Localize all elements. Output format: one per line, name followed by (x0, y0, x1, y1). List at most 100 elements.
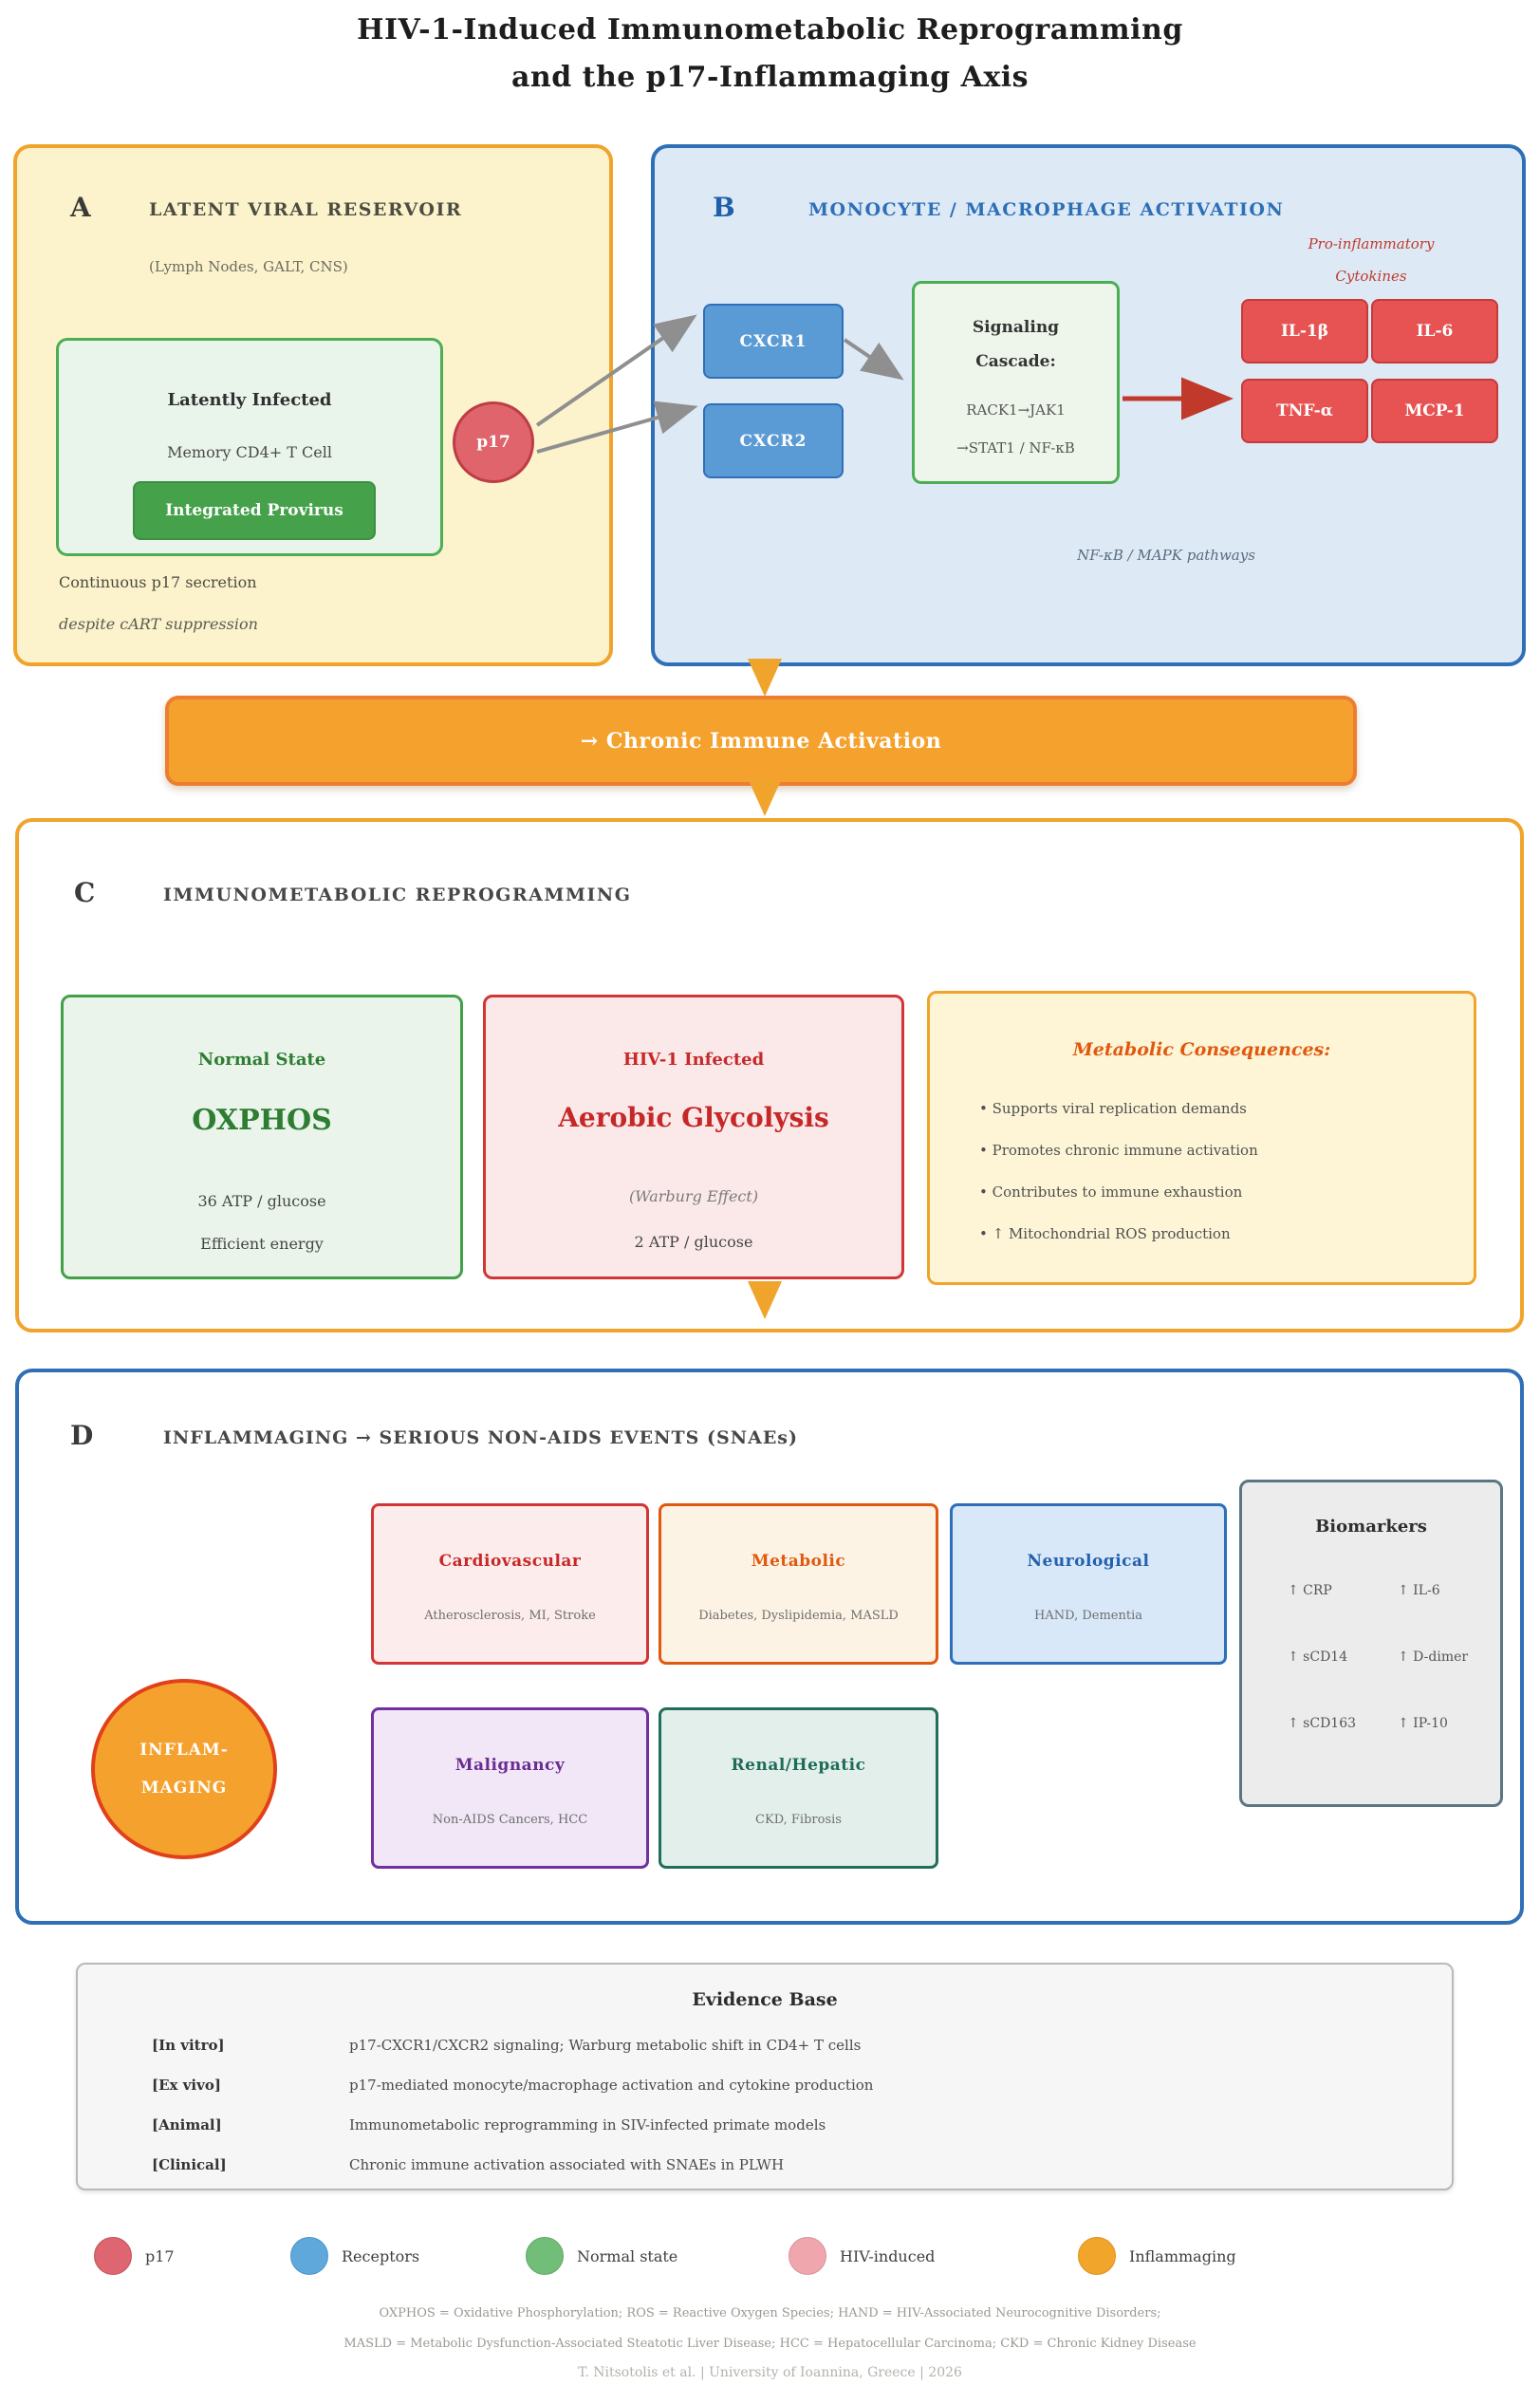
consequence-item-4: • ↑ Mitochondrial ROS production (979, 1225, 1231, 1242)
biomarker-crp: ↑ CRP (1288, 1583, 1332, 1598)
cytokine-il6-box: IL-6 (1371, 299, 1498, 363)
metabolic-title: Metabolic (751, 1552, 846, 1571)
legend-item-normal-state: Normal state (526, 2237, 677, 2275)
consequence-item-1: • Supports viral replication demands (979, 1100, 1247, 1117)
abbreviations-line1: OXPHOS = Oxidative Phosphorylation; ROS … (379, 2306, 1161, 2320)
normal-state-legend-label: Normal state (577, 2246, 678, 2265)
legend-item-p17: p17 (94, 2237, 175, 2275)
abbreviations-line2: MASLD = Metabolic Dysfunction-Associated… (343, 2337, 1197, 2351)
normal-energy-line: Efficient energy (200, 1235, 324, 1253)
warburg-effect-line: (Warburg Effect) (628, 1187, 759, 1205)
biomarker-ddimer: ↑ D-dimer (1398, 1649, 1469, 1665)
p17-legend-label: p17 (145, 2246, 175, 2265)
evidence-text-clinical: Chronic immune activation associated wit… (349, 2156, 785, 2173)
integrated-provirus-box: Integrated Provirus (133, 481, 376, 540)
signaling-line2: →STAT1 / NF-κB (956, 439, 1075, 457)
panel-a-note2: despite cART suppression (59, 615, 258, 633)
cell-box-title: Latently Infected (167, 390, 332, 410)
snae-renal-hepatic-box: Renal/Hepatic CKD, Fibrosis (659, 1707, 938, 1869)
panel-b-label: B (713, 192, 735, 223)
biomarker-il6: ↑ IL-6 (1398, 1583, 1440, 1598)
tnfa-label: TNF-α (1276, 401, 1333, 420)
signaling-title2: Cascade: (975, 352, 1056, 371)
consequence-item-3: • Contributes to immune exhaustion (979, 1183, 1243, 1201)
cytokine-mcp1-box: MCP-1 (1371, 379, 1498, 443)
neurological-title: Neurological (1027, 1552, 1150, 1571)
legend-item-receptors: Receptors (290, 2237, 419, 2275)
cxcr1-label: CXCR1 (739, 331, 807, 351)
pathways-note: NF-κB / MAPK pathways (1077, 547, 1255, 564)
evidence-label-invitro: [In vitro] (152, 2037, 225, 2054)
panel-d-inflammaging-snaes: D INFLAMMAGING → SERIOUS NON-AIDS EVENTS… (15, 1369, 1524, 1925)
panel-c-header: IMMUNOMETABOLIC REPROGRAMMING (163, 885, 632, 905)
normal-state-legend-dot (526, 2237, 564, 2275)
receptors-legend-label: Receptors (342, 2246, 420, 2265)
receptor-cxcr1-box: CXCR1 (703, 304, 844, 379)
malignancy-subtitle: Non-AIDS Cancers, HCC (432, 1813, 588, 1827)
evidence-title: Evidence Base (692, 1989, 838, 2010)
panel-a-subheader: (Lymph Nodes, GALT, CNS) (149, 258, 348, 275)
evidence-label-clinical: [Clinical] (152, 2156, 227, 2173)
figure-title-line2: and the p17-Inflammaging Axis (510, 61, 1030, 94)
il6-label: IL-6 (1416, 322, 1454, 341)
panel-c-label: C (74, 877, 96, 908)
integrated-provirus-label: Integrated Provirus (165, 501, 343, 520)
p17-legend-dot (94, 2237, 132, 2275)
cardiovascular-title: Cardiovascular (438, 1552, 582, 1571)
snae-cardiovascular-box: Cardiovascular Atherosclerosis, MI, Stro… (371, 1503, 649, 1665)
cytokines-header-line2: Cytokines (1335, 268, 1407, 285)
panel-a-header: LATENT VIRAL RESERVOIR (149, 199, 463, 220)
p17-label: p17 (476, 433, 510, 452)
signaling-title1: Signaling (972, 318, 1060, 337)
evidence-label-exvivo: [Ex vivo] (152, 2077, 221, 2094)
snae-metabolic-box: Metabolic Diabetes, Dyslipidemia, MASLD (659, 1503, 938, 1665)
figure-title-line1: HIV-1-Induced Immunometabolic Reprogramm… (357, 13, 1183, 47)
signaling-cascade-box: Signaling Cascade: RACK1→JAK1 →STAT1 / N… (912, 281, 1120, 484)
inflammaging-line2: MAGING (140, 1779, 228, 1798)
normal-state-box: Normal State OXPHOS 36 ATP / glucose Eff… (61, 995, 463, 1279)
panel-d-label: D (70, 1420, 94, 1451)
panel-a-note1: Continuous p17 secretion (59, 573, 257, 591)
snae-malignancy-box: Malignancy Non-AIDS Cancers, HCC (371, 1707, 649, 1869)
hiv-induced-legend-dot (789, 2237, 826, 2275)
p17-protein-circle: p17 (453, 401, 534, 483)
evidence-text-invitro: p17-CXCR1/CXCR2 signaling; Warburg metab… (349, 2037, 862, 2054)
biomarker-ip10: ↑ IP-10 (1398, 1716, 1448, 1731)
hiv-infected-title: HIV-1 Infected (622, 1050, 765, 1070)
biomarkers-box: Biomarkers ↑ CRP ↑ sCD14 ↑ sCD163 ↑ IL-6… (1239, 1480, 1503, 1807)
hiv-induced-legend-label: HIV-induced (840, 2246, 936, 2265)
evidence-label-animal: [Animal] (152, 2116, 222, 2133)
consequences-title: Metabolic Consequences: (1072, 1039, 1331, 1060)
metabolic-consequences-box: Metabolic Consequences: • Supports viral… (927, 991, 1476, 1285)
inflammaging-legend-dot (1078, 2237, 1116, 2275)
evidence-text-exvivo: p17-mediated monocyte/macrophage activat… (349, 2077, 874, 2094)
inflammaging-legend-label: Inflammaging (1129, 2246, 1236, 2265)
evidence-base-box: Evidence Base [In vitro] p17-CXCR1/CXCR2… (76, 1963, 1454, 2190)
cell-box-subtitle: Memory CD4+ T Cell (167, 443, 332, 461)
metabolic-subtitle: Diabetes, Dyslipidemia, MASLD (698, 1609, 899, 1623)
biomarker-scd163: ↑ sCD163 (1288, 1716, 1357, 1731)
legend-item-hiv-induced: HIV-induced (789, 2237, 935, 2275)
snae-neurological-box: Neurological HAND, Dementia (950, 1503, 1227, 1665)
legend-item-inflammaging: Inflammaging (1078, 2237, 1236, 2275)
inflammaging-line1: INFLAM- (139, 1741, 229, 1760)
normal-atp-line: 36 ATP / glucose (197, 1192, 326, 1210)
normal-state-title: Normal State (197, 1050, 326, 1070)
renal-hepatic-title: Renal/Hepatic (731, 1756, 866, 1775)
evidence-text-animal: Immunometabolic reprogramming in SIV-inf… (349, 2116, 826, 2133)
panel-c-immunometabolic: C IMMUNOMETABOLIC REPROGRAMMING Normal S… (15, 818, 1524, 1332)
chronic-immune-activation-bar: → Chronic Immune Activation (165, 696, 1357, 786)
panel-b-monocyte-activation: B MONOCYTE / MACROPHAGE ACTIVATION CXCR1… (651, 144, 1526, 666)
cytokine-tnfa-box: TNF-α (1241, 379, 1368, 443)
cxcr2-label: CXCR2 (739, 431, 807, 451)
signaling-line1: RACK1→JAK1 (966, 401, 1066, 419)
mcp1-label: MCP-1 (1404, 401, 1465, 420)
cytokines-header-line1: Pro-inflammatory (1308, 235, 1435, 252)
chronic-bar-label: → Chronic Immune Activation (580, 728, 942, 754)
inflammaging-circle: INFLAM- MAGING (91, 1679, 277, 1859)
receptor-cxcr2-box: CXCR2 (703, 403, 844, 478)
panel-d-header: INFLAMMAGING → SERIOUS NON-AIDS EVENTS (… (163, 1427, 798, 1448)
cardiovascular-subtitle: Atherosclerosis, MI, Stroke (424, 1609, 596, 1623)
renal-hepatic-subtitle: CKD, Fibrosis (755, 1813, 842, 1827)
receptors-legend-dot (290, 2237, 328, 2275)
